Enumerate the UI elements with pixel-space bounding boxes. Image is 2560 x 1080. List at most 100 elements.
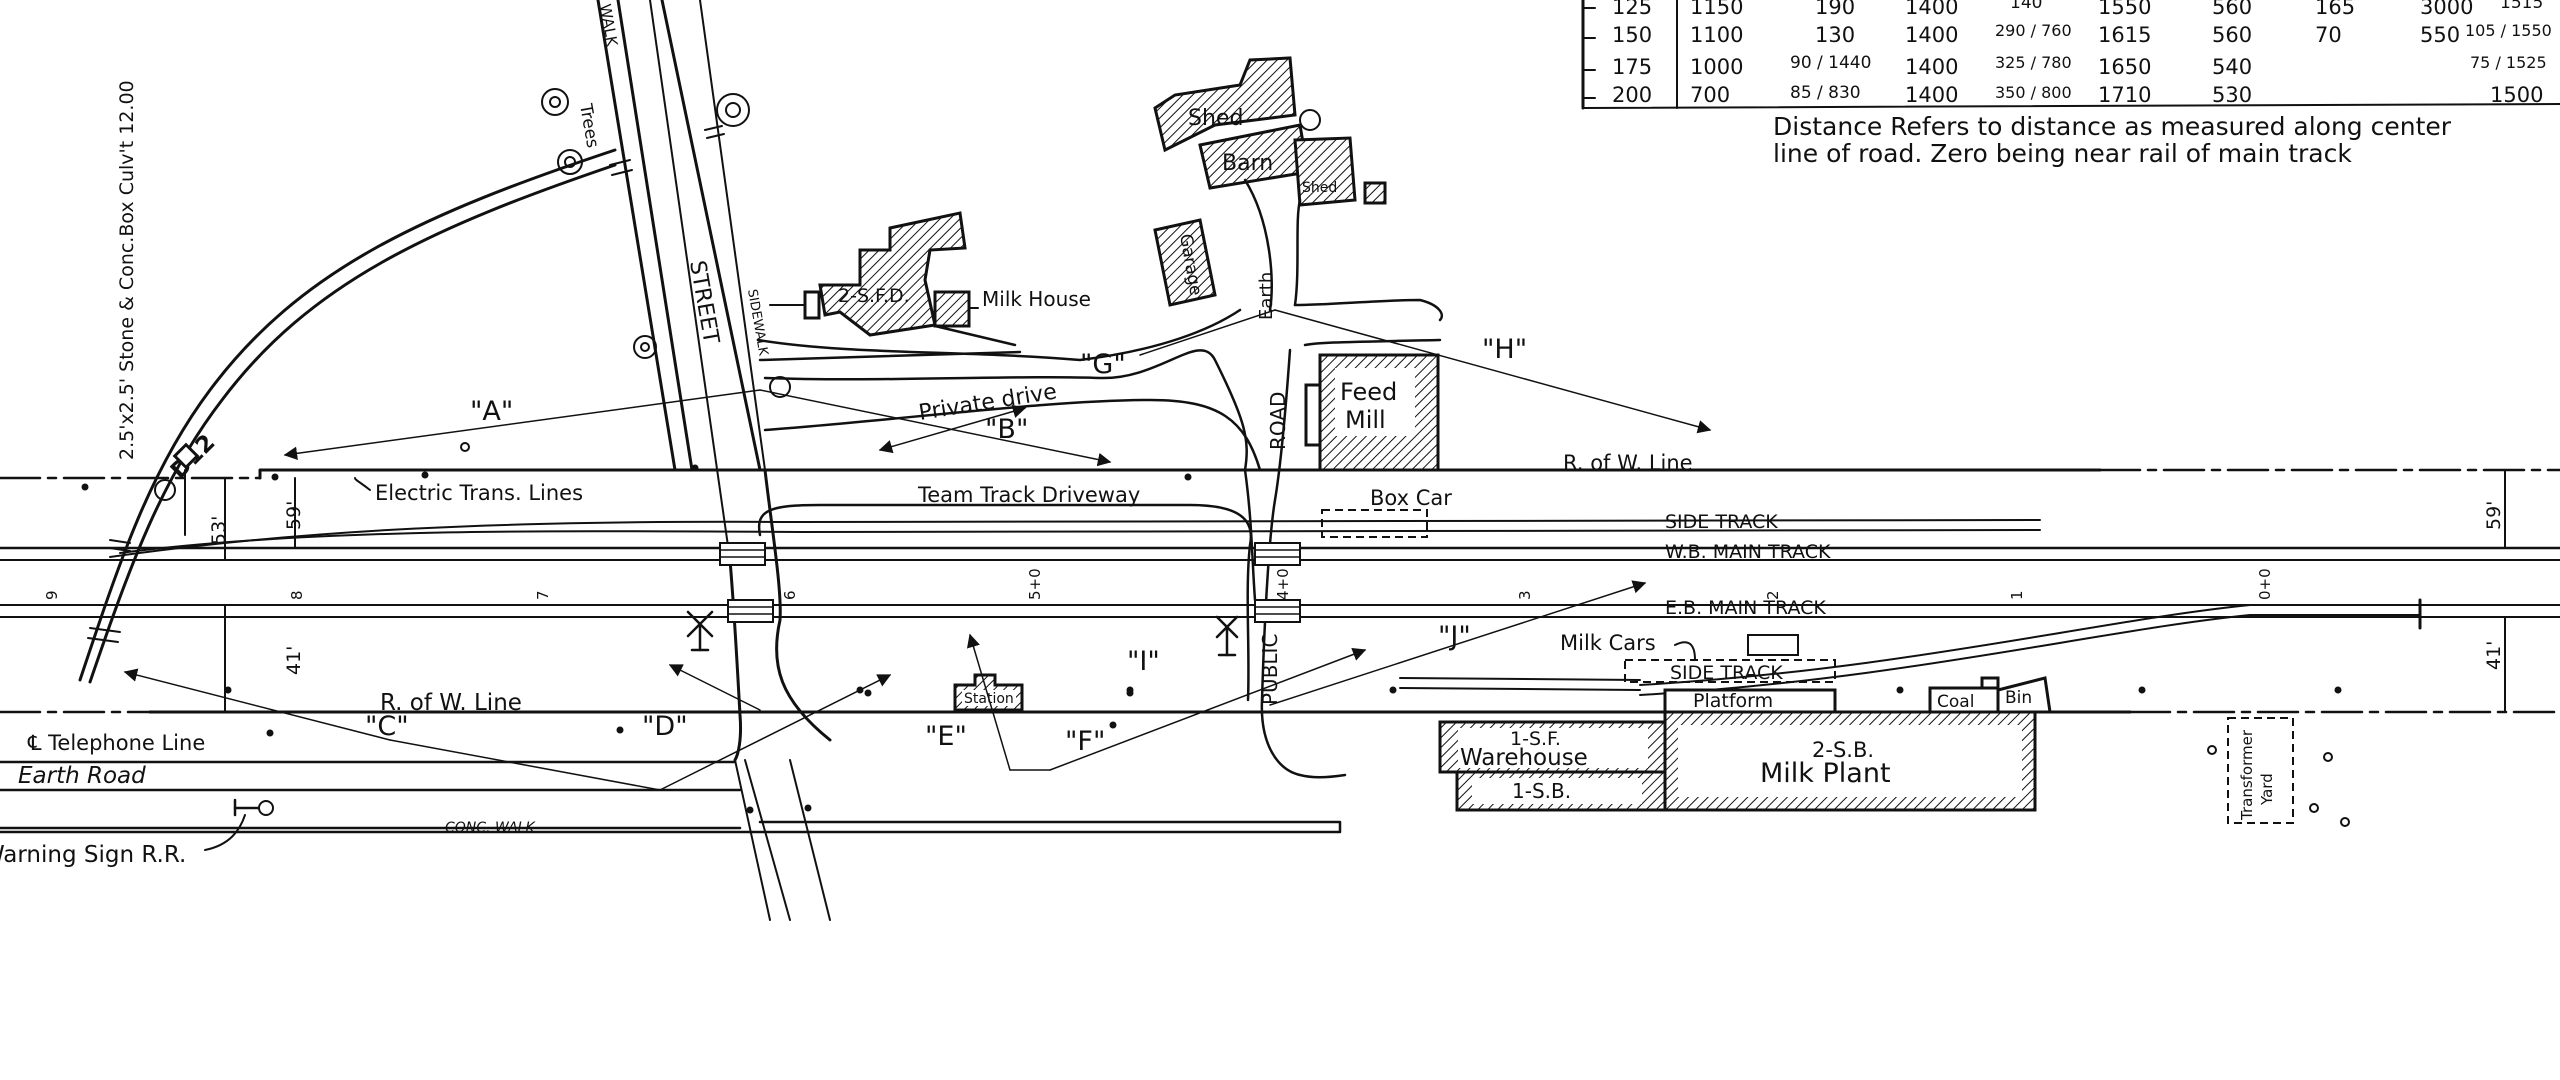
table-cell: 150	[1612, 23, 1652, 47]
table-cell: 125	[1612, 0, 1652, 19]
private-drive	[756, 178, 1444, 472]
table-cell: 700	[1690, 83, 1730, 107]
sb-label-bg	[1472, 778, 1642, 804]
sb-label: 1-S.B.	[1512, 779, 1571, 803]
dim-59-right-label: 59'	[2483, 501, 2505, 530]
milk-cars-label: Milk Cars	[1560, 631, 1656, 655]
earth-road-vertical-label: Earth	[1256, 272, 1277, 320]
wb-main-label: W.B. MAIN TRACK	[1665, 541, 1831, 563]
distance-table: 125 1150 190 1400 140 1550 560 165 3000 …	[1581, 0, 2560, 168]
team-track-driveway	[757, 503, 1253, 702]
earth-road-label: Earth Road	[18, 763, 146, 789]
table-cell: 560	[2212, 0, 2252, 19]
station-label: 8	[288, 590, 306, 600]
point-d-label: "D"	[642, 711, 688, 742]
table-row: 150 1100 130 1400 290 / 760 1615 560 70 …	[1612, 21, 2552, 47]
table-cell: 140	[2010, 0, 2042, 13]
milk-plant-label-1: 2-S.B.	[1812, 738, 1874, 762]
table-note-line-1: Distance Refers to distance as measured …	[1773, 112, 2452, 141]
conc-walk-edge-2	[0, 820, 1342, 834]
table-cell: 190	[1815, 0, 1855, 19]
table-cell: 75 / 1525	[2470, 53, 2547, 72]
table-cell: 290 / 760	[1995, 21, 2072, 40]
earth-road-edge-2	[0, 788, 742, 793]
box-car	[1321, 509, 1428, 538]
table-cell: 1650	[2098, 55, 2151, 79]
point-g-label: "G"	[1080, 349, 1126, 380]
house-label: 2-S.F.D.	[838, 285, 910, 307]
crossbuck-sign-icon	[686, 610, 1239, 657]
station-marks: 9 8 7 6 5+0 4+0 3 2 1 0+0	[43, 568, 2274, 600]
point-labels: "A" "B" "C" "D" "E" "F" "G" "H" "I" "J"	[365, 334, 1527, 757]
warehouse-label-bg	[1458, 728, 1648, 768]
eb-main-label: E.B. MAIN TRACK	[1665, 597, 1826, 619]
conc-walk-label: CONC. WALK	[445, 820, 536, 836]
table-cell: 90 / 1440	[1790, 53, 1871, 73]
table-cell: 200	[1612, 83, 1652, 107]
tree-icon	[154, 88, 791, 501]
side-track-label: SIDE TRACK	[1665, 511, 1778, 533]
house-building	[818, 211, 967, 337]
milk-plant-label-bg	[1678, 725, 2022, 797]
coal-bin-label-2: Bin	[2005, 688, 2032, 708]
garage-building	[1153, 218, 1217, 307]
table-cell: 1500	[2490, 83, 2543, 107]
side-track-2-label: SIDE TRACK	[1670, 662, 1783, 684]
point-i-label: "I"	[1127, 646, 1160, 677]
milk-plant-label-2: Milk Plant	[1760, 758, 1891, 789]
table-cell: 550	[2420, 23, 2460, 47]
table-cell: 560	[2212, 23, 2252, 47]
walk-label: WALK	[596, 3, 621, 49]
row-line-lower-label: R. of W. Line	[380, 690, 522, 716]
point-b-label: "B"	[985, 414, 1028, 445]
warning-sign-icon	[204, 798, 274, 851]
point-a-label: "A"	[470, 396, 513, 427]
trees-label: Trees	[575, 101, 603, 149]
station-label: 2	[1764, 590, 1782, 600]
feed-mill-label-1: Feed	[1340, 378, 1397, 406]
transformer-label-2: Yard	[2258, 773, 2276, 806]
table-cell: 175	[1612, 55, 1652, 79]
table-cell: 530	[2212, 83, 2252, 107]
box-car-label: Box Car	[1370, 486, 1452, 510]
table-cell: 1515	[2500, 0, 2543, 13]
transformer-yard	[2227, 717, 2294, 824]
station-label: 1	[2008, 590, 2026, 600]
station-label: 0+0	[2256, 568, 2274, 600]
culvert-label: 2.5'x2.5' Stone & Conc.Box Culv't 12.00	[116, 80, 138, 460]
road-vertical-label: ROAD	[1266, 392, 1290, 450]
warehouse-label-2: Warehouse	[1460, 745, 1588, 771]
small-shed-building	[1293, 136, 1357, 207]
team-track-label: Team Track Driveway	[917, 483, 1140, 507]
table-row: 175 1000 90 / 1440 1400 325 / 780 1650 5…	[1612, 53, 2547, 79]
feed-mill-label-bg	[1335, 368, 1415, 436]
table-cell: 1400	[1905, 55, 1958, 79]
silo	[1299, 109, 1321, 131]
station-building: Station	[953, 673, 1024, 712]
station-label: 6	[781, 590, 799, 600]
table-cell: 1150	[1690, 0, 1743, 19]
small-shed-label: Shed	[1302, 180, 1337, 196]
telephone-poles	[224, 686, 2342, 814]
creek	[78, 148, 617, 684]
feed-mill-platform	[1304, 383, 1322, 447]
milk-cars	[1624, 659, 1836, 683]
table-cell: 540	[2212, 55, 2252, 79]
point-h-label: "H"	[1482, 334, 1527, 365]
table-cell: 70	[2315, 23, 2342, 47]
table-cell: 1550	[2098, 0, 2151, 19]
dim-41-left-label: 41'	[283, 646, 305, 675]
table-cell: 1615	[2098, 23, 2151, 47]
feed-mill-label-2: Mill	[1345, 406, 1386, 434]
station-label: 4+0	[1274, 568, 1292, 600]
dimension-lines	[224, 469, 2506, 713]
point-c-label: "C"	[365, 711, 409, 742]
station-label: 3	[1516, 590, 1534, 600]
point-e-label: "E"	[925, 721, 967, 752]
table-cell: 1100	[1690, 23, 1743, 47]
coal-bin	[1928, 676, 2052, 714]
dim-53-label: 53'	[208, 516, 230, 545]
dim-41-right-label: 41'	[2483, 641, 2505, 670]
table-cell: 3000	[2420, 0, 2473, 19]
